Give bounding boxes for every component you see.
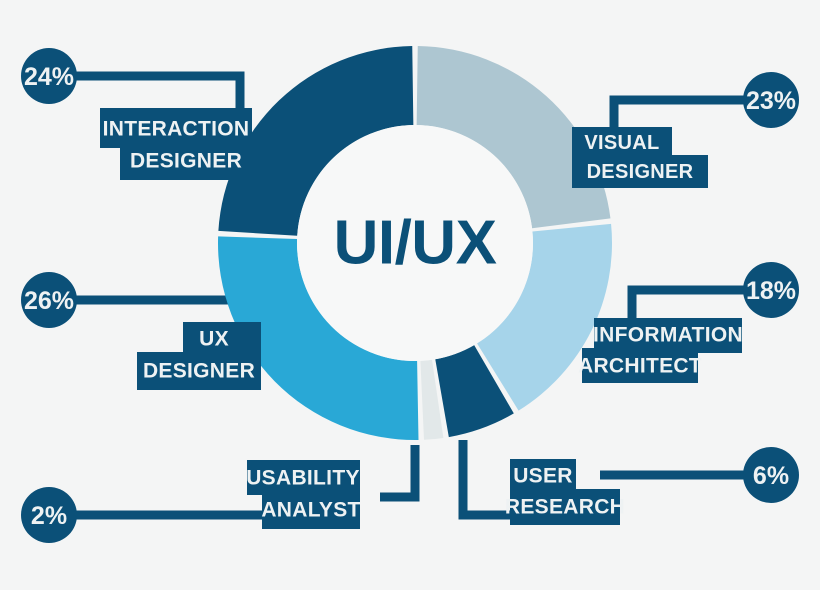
badge-value-user-research: 6% [753, 462, 789, 490]
connector-visual-designer [609, 95, 744, 140]
label-usability-analyst[interactable]: USABILITY ANALYST [246, 460, 360, 529]
badge-value-interaction-designer: 24% [24, 63, 74, 91]
badge-usability-analyst[interactable]: 2% [21, 487, 77, 543]
label-usability-analyst-line1: USABILITY [246, 467, 360, 490]
connector-user-research-stem [458, 440, 515, 520]
label-interaction-designer[interactable]: INTERACTION DESIGNER [100, 108, 252, 180]
donut-center-label: UI/UX [334, 209, 497, 278]
label-user-research[interactable]: USER RESEARCH [505, 459, 625, 525]
badge-visual-designer[interactable]: 23% [743, 72, 799, 128]
badge-user-research[interactable]: 6% [743, 447, 799, 503]
badge-circle-information-architect [743, 262, 799, 318]
badge-interaction-designer[interactable]: 24% [21, 48, 77, 104]
badge-value-usability-analyst: 2% [31, 502, 67, 530]
label-interaction-designer-line1: INTERACTION [103, 118, 250, 141]
label-visual-designer-line2: DESIGNER [587, 161, 694, 183]
badge-ux-designer[interactable]: 26% [21, 272, 77, 328]
label-information-architect-line1: INFORMATION [593, 324, 743, 347]
badge-information-architect[interactable]: 18% [743, 262, 799, 318]
badge-circle-user-research [743, 447, 799, 503]
label-box-infoarch-line2 [582, 348, 698, 383]
badge-value-information-architect: 18% [746, 277, 796, 305]
label-ux-designer-line1: UX [199, 328, 229, 351]
donut-slice-user-research[interactable] [435, 345, 514, 438]
donut-slice-visual-designer[interactable] [416, 46, 611, 229]
connector-interaction-designer [76, 71, 245, 120]
badge-value-ux-designer: 26% [24, 287, 74, 315]
donut-hole [297, 125, 533, 361]
label-information-architect[interactable]: INFORMATION ARCHITECT [578, 318, 743, 383]
label-box-visual-line1 [572, 127, 672, 160]
label-box-userresearch-line1 [510, 459, 576, 494]
label-box-visual-line2 [572, 155, 708, 188]
donut-chart: UI/UX [217, 46, 612, 441]
label-visual-designer[interactable]: VISUAL DESIGNER [572, 127, 708, 188]
label-interaction-designer-line2: DESIGNER [130, 150, 242, 173]
label-box-userresearch-line2 [510, 489, 620, 525]
donut-slice-usability-analyst[interactable] [420, 359, 444, 440]
label-box-interaction-line2 [120, 140, 252, 180]
label-box-ux-line2 [137, 352, 261, 390]
donut-slice-information-architect[interactable] [477, 223, 612, 411]
label-ux-designer-line2: DESIGNER [143, 360, 255, 383]
percent-badges: 24% 23% 26% 18% 2% 6% [21, 48, 799, 543]
badge-value-visual-designer: 23% [746, 87, 796, 115]
label-usability-analyst-line2: ANALYST [261, 499, 360, 522]
badge-circle-ux-designer [21, 272, 77, 328]
label-information-architect-line2: ARCHITECT [578, 355, 702, 378]
label-box-usability-line1 [247, 460, 360, 495]
badge-circle-visual-designer [743, 72, 799, 128]
connector-information-architect [627, 285, 744, 330]
badge-circle-usability-analyst [21, 487, 77, 543]
callout-labels: INTERACTION DESIGNER VISUAL DESIGNER UX … [100, 108, 743, 529]
label-user-research-line1: USER [513, 465, 573, 488]
label-box-usability-line2 [262, 491, 360, 529]
label-box-ux-line1 [183, 322, 261, 356]
label-box-infoarch-line1 [594, 318, 742, 353]
label-user-research-line2: RESEARCH [505, 496, 625, 519]
connector-usability-stem [380, 445, 420, 502]
donut-slice-ux-designer[interactable] [217, 236, 419, 441]
label-visual-designer-line1: VISUAL [584, 132, 659, 154]
label-ux-designer[interactable]: UX DESIGNER [137, 322, 261, 390]
donut-slice-interaction-designer[interactable] [218, 46, 414, 236]
badge-circle-interaction-designer [21, 48, 77, 104]
